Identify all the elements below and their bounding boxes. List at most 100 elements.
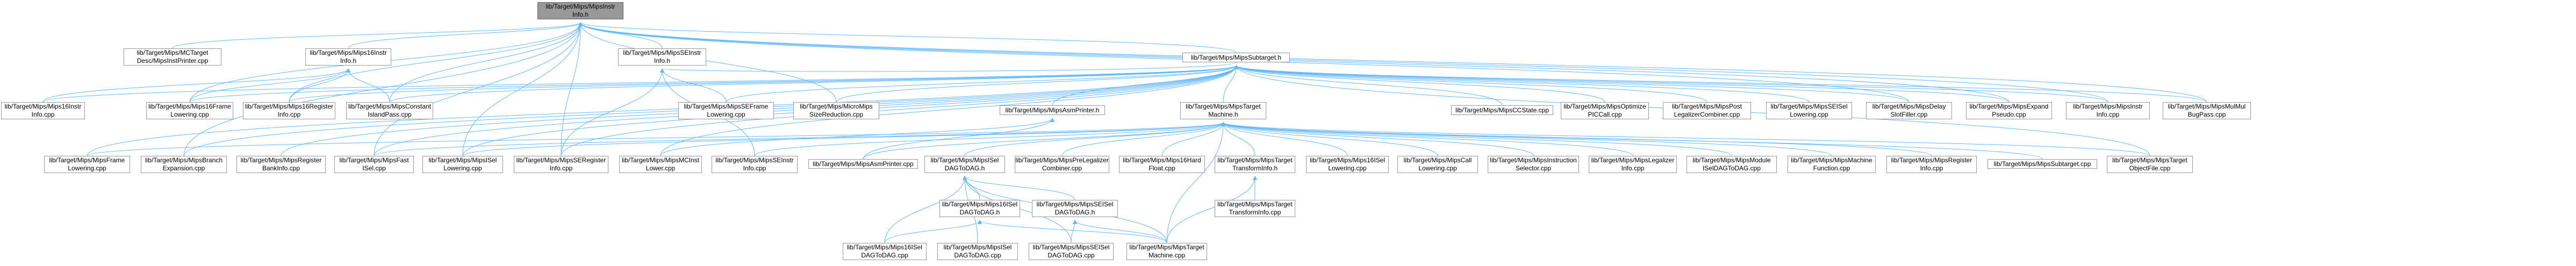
edge-n_16iseldagh-to-n_targetmachcpp bbox=[978, 220, 1167, 243]
edge-n_subtargeth-to-n_16framecpp bbox=[189, 65, 1238, 103]
edge-n_root-to-n_expandpseudo bbox=[578, 22, 2010, 103]
edge-n_subtargeth-to-n_instrinfocpp bbox=[1234, 65, 2108, 103]
edge-n_subtargeth-to-n_postleg bbox=[1234, 65, 1707, 103]
edge-n_targetmachh-to-n_fastisel bbox=[374, 122, 1225, 156]
edge-n_subtargeth-to-n_seregcpp bbox=[561, 65, 1238, 156]
edge-n_targetmachh-to-n_subtargetcpp bbox=[1221, 122, 2043, 160]
edge-n_subtargeth-to-n_targetmachh bbox=[1223, 65, 1238, 103]
edge-n_root-to-n_delayslot bbox=[578, 22, 1910, 103]
node-mipsasmprinter-cpp[interactable]: lib/Target/Mips/MipsAsmPrinter.cpp bbox=[808, 159, 918, 169]
edge-n_seinstrh-to-n_subtargeth bbox=[660, 62, 1237, 73]
edge-n_subtargeth-to-n_mulmul bbox=[1234, 65, 2207, 103]
edge-n_subtargeth-to-n_constislands bbox=[389, 65, 1238, 103]
edge-n_targetmachh-to-n_seinstrcpp bbox=[754, 122, 1225, 156]
edge-n_targetmachh-to-n_asmprintercpp bbox=[863, 122, 1225, 160]
edge-n_targetmachh-to-n_legalizer bbox=[1221, 122, 1633, 156]
edge-n_16instrh-to-n_16instrcpp bbox=[42, 68, 350, 103]
edge-n_subtargeth-to-n_framelowcpp bbox=[87, 65, 1238, 156]
edge-n_root-to-n_constislands bbox=[389, 22, 583, 103]
edge-n_targetmachh-to-n_targetmachcpp bbox=[1166, 122, 1225, 243]
edge-n_root-to-n_mcdesc bbox=[172, 22, 583, 49]
edge-n_subtargeth-to-n_ccstate bbox=[1234, 65, 1503, 106]
edge-n_targetmachh-to-n_prelegal bbox=[1061, 122, 1225, 156]
edge-n_targetmachh-to-n_tti_h bbox=[1221, 122, 1255, 156]
edge-n_seiseldagh2-to-n_targetmachcpp bbox=[1073, 220, 1167, 243]
edge-n_root-to-n_subtargeth bbox=[578, 22, 1237, 53]
edge-n_16instrh-to-n_16regcpp bbox=[289, 68, 350, 103]
node-mipsasmprinter-h[interactable]: lib/Target/Mips/MipsAsmPrinter.h bbox=[1000, 105, 1105, 115]
edge-n_seinstrh-to-n_seregcpp bbox=[561, 68, 664, 156]
edge-n_root-to-n_seregcpp bbox=[561, 22, 583, 156]
edge-n_root-to-n_mulmul bbox=[578, 22, 2207, 103]
node-mipssubtarget-cpp[interactable]: lib/Target/Mips/MipsSubtarget.cpp bbox=[1987, 159, 2097, 169]
edge-n_subtargeth-to-n_mcinstlow bbox=[660, 65, 1238, 156]
edge-n_targetmachh-to-n_16hardfloat bbox=[1161, 122, 1225, 156]
edge-n_root-to-n_branchexp bbox=[183, 22, 583, 156]
edge-n_subtargeth-to-n_16regcpp bbox=[289, 65, 1238, 103]
edge-n_seiseldagh-to-n_16iseldagcpp bbox=[884, 176, 967, 243]
edge-n_subtargeth-to-n_16instrcpp bbox=[42, 65, 1238, 103]
edge-n_targetmachh-to-n_moduleisel bbox=[1221, 122, 1732, 156]
edge-n_16instrh-to-n_constislands bbox=[346, 68, 390, 103]
edge-n_root-to-n_micromips bbox=[578, 22, 837, 103]
edge-n_subtargeth-to-n_delayslot bbox=[1234, 65, 1910, 103]
node-mipssubtarget-h[interactable]: lib/Target/Mips/MipsSubtarget.h bbox=[1182, 53, 1290, 62]
edge-n_root-to-n_instrinfocpp bbox=[578, 22, 2108, 103]
edge-n_targetmachh-to-n_machfunc bbox=[1221, 122, 1832, 156]
edge-n_asmprinterh-to-n_mcinstlow bbox=[660, 118, 1054, 156]
edge-n_root-to-n_fastisel bbox=[374, 22, 583, 156]
edge-n_16iseldagh-to-n_16iseldagcpp bbox=[884, 220, 982, 243]
edge-n_subtargeth-to-n_seisellow bbox=[1234, 65, 1810, 103]
edge-n_subtargeth-to-n_expandpseudo bbox=[1234, 65, 2010, 103]
edge-n_subtargeth-to-n_seframecpp bbox=[726, 65, 1238, 103]
edge-n_root-to-n_16instrh bbox=[348, 22, 583, 49]
node-mipsccstate-cpp[interactable]: lib/Target/Mips/MipsCCState.cpp bbox=[1451, 105, 1553, 115]
edge-n_root-to-n_seinstrh bbox=[578, 22, 663, 49]
